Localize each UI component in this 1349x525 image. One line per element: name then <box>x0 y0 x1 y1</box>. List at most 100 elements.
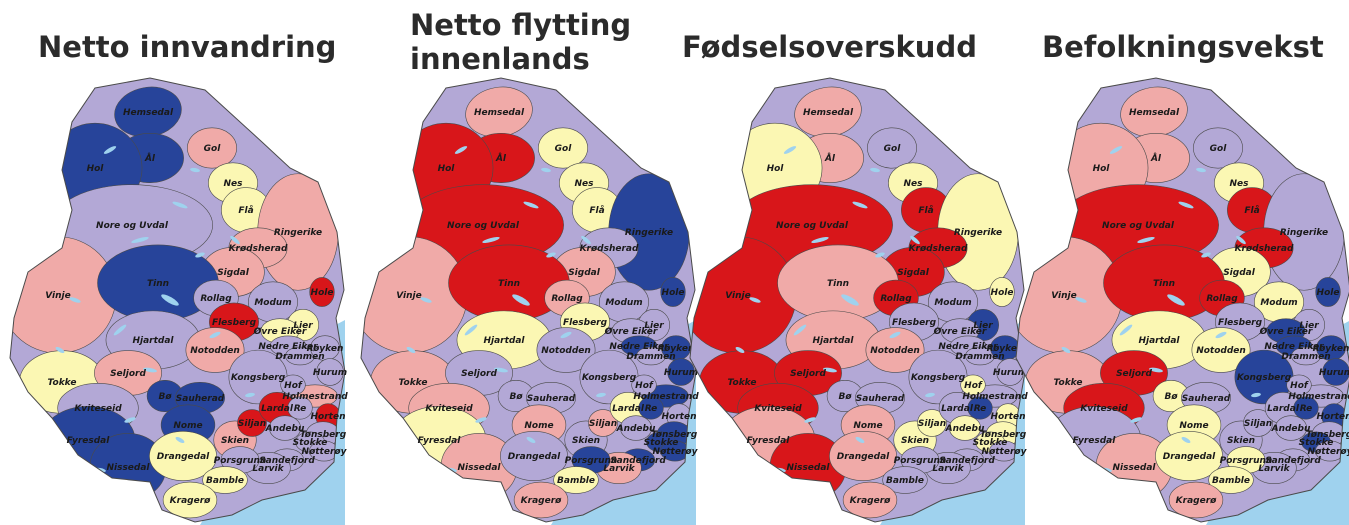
municipality-label-gol: Gol <box>204 144 222 154</box>
lake <box>124 417 136 423</box>
municipality-label-hurum: Hurum <box>664 368 698 378</box>
municipality-label-sauherad: Sauherad <box>527 394 576 404</box>
municipality-label-hurum: Hurum <box>1319 368 1349 378</box>
municipality-label-modum: Modum <box>254 298 291 308</box>
municipality-re <box>1293 396 1319 420</box>
municipality-label-hemsedal: Hemsedal <box>1129 108 1180 118</box>
municipality-label-re: Re <box>974 404 987 414</box>
municipality-hole <box>309 277 335 307</box>
lake <box>131 236 149 244</box>
municipality-label-stokke: Stokke <box>644 438 679 448</box>
lake <box>195 252 205 258</box>
lake <box>1109 146 1123 154</box>
municipality-hof <box>960 374 986 396</box>
municipality-label-ringerike: Ringerike <box>954 228 1002 238</box>
municipality-label-al: Ål <box>495 153 507 164</box>
municipality-label-hurum: Hurum <box>993 368 1027 378</box>
municipality-label-sigdal: Sigdal <box>897 268 930 278</box>
municipality-label-kongsberg: Kongsberg <box>231 373 286 383</box>
municipality-label-rollag: Rollag <box>200 294 232 304</box>
lake <box>1215 331 1227 339</box>
municipality-label-re: Re <box>294 404 307 414</box>
municipality-label-nedre-eiker: Nedre Eiker <box>258 342 318 352</box>
lake <box>783 146 797 154</box>
municipality-label-skien: Skien <box>1227 436 1255 446</box>
municipality-label-hjartdal: Hjartdal <box>812 336 854 346</box>
municipality-label-royken: Røyken <box>987 344 1024 354</box>
municipality-label-flesberg: Flesberg <box>563 318 608 328</box>
lake <box>541 167 551 173</box>
municipality-hole <box>1315 277 1341 307</box>
municipality-label-sigdal: Sigdal <box>217 268 250 278</box>
municipality-label-kongsberg: Kongsberg <box>911 373 966 383</box>
municipality-label-al: Ål <box>1150 153 1162 164</box>
municipality-label-horten: Horten <box>311 412 346 422</box>
municipality-label-fyresdal: Fyresdal <box>747 436 791 446</box>
municipality-label-drammen: Drammen <box>626 352 675 362</box>
municipality-label-hjartdal: Hjartdal <box>483 336 525 346</box>
municipality-label-holmestrand: Holmestrand <box>962 392 1028 402</box>
municipality-label-kragero: Kragerø <box>521 496 562 506</box>
municipality-hof <box>280 374 306 396</box>
municipality-label-nome: Nome <box>173 421 202 431</box>
municipality-label-krodsherad: Krødsherad <box>580 244 639 254</box>
municipality-label-lier: Lier <box>293 321 313 331</box>
municipality-label-re: Re <box>1300 404 1313 414</box>
municipality-label-fla: Flå <box>238 205 253 216</box>
municipality-label-tokke: Tokke <box>728 378 757 388</box>
municipality-label-bo: Bø <box>1164 392 1178 402</box>
municipality-label-lier: Lier <box>973 321 993 331</box>
municipality-re <box>638 396 664 420</box>
municipality-group <box>690 86 1024 519</box>
map-title-line: Netto flytting <box>410 8 632 42</box>
municipality-label-drangedal: Drangedal <box>837 452 890 462</box>
municipality-label-holmestrand: Holmestrand <box>1288 392 1349 402</box>
municipality-hurum <box>667 358 695 386</box>
municipality-label-sauherad: Sauherad <box>176 394 225 404</box>
municipality-label-kragero: Kragerø <box>1176 496 1217 506</box>
lake <box>512 294 530 306</box>
municipality-label-larvik: Larvik <box>932 464 964 474</box>
municipality-label-sauherad: Sauherad <box>1182 394 1231 404</box>
map-outline <box>689 77 1026 523</box>
municipality-label-sigdal: Sigdal <box>1223 268 1256 278</box>
lake <box>811 236 829 244</box>
municipality-label-lardal: Lardal <box>261 404 294 414</box>
municipality-label-nome: Nome <box>1179 421 1208 431</box>
municipality-group <box>10 86 344 519</box>
municipality-label-hof: Hof <box>964 381 983 391</box>
lake <box>1119 324 1133 336</box>
municipality-label-lardal: Lardal <box>612 404 645 414</box>
map-title: Befolkningsvekst <box>1042 30 1324 64</box>
municipality-label-larvik: Larvik <box>603 464 635 474</box>
municipality-label-porsgrunn: Porsgrunn <box>214 456 267 466</box>
municipality-label-sandefjord: Sandefjord <box>1265 456 1321 466</box>
municipality-label-vinje: Vinje <box>1051 291 1077 301</box>
municipality-bamble <box>202 466 248 494</box>
municipality-label-tonsberg: Tønsberg <box>300 430 347 440</box>
municipality-label-notodden: Notodden <box>870 346 920 356</box>
lake <box>841 294 859 306</box>
municipality-label-skien: Skien <box>901 436 929 446</box>
municipality-label-bamble: Bamble <box>206 476 244 486</box>
municipality-label-hole: Hole <box>991 288 1014 298</box>
municipality-label-siljan: Siljan <box>589 419 617 429</box>
lake <box>910 235 920 245</box>
municipality-label-nore-og-uvdal: Nore og Uvdal <box>447 221 520 231</box>
municipality-label-hol: Hol <box>767 164 785 174</box>
municipality-label-notodden: Notodden <box>541 346 591 356</box>
municipality-label-nedre-eiker: Nedre Eiker <box>938 342 998 352</box>
lake <box>581 235 591 245</box>
municipality-bamble <box>1208 466 1254 494</box>
municipality-label-drangedal: Drangedal <box>508 452 561 462</box>
municipality-label-larvik: Larvik <box>252 464 284 474</box>
municipality-label-royken: Røyken <box>658 344 695 354</box>
municipality-label-seljord: Seljord <box>1116 369 1152 379</box>
municipality-label-hemsedal: Hemsedal <box>803 108 854 118</box>
municipality-label-tinn: Tinn <box>827 279 849 289</box>
municipality-label-tinn: Tinn <box>498 279 520 289</box>
municipality-label-seljord: Seljord <box>110 369 146 379</box>
municipality-label-nedre-eiker: Nedre Eiker <box>1264 342 1324 352</box>
